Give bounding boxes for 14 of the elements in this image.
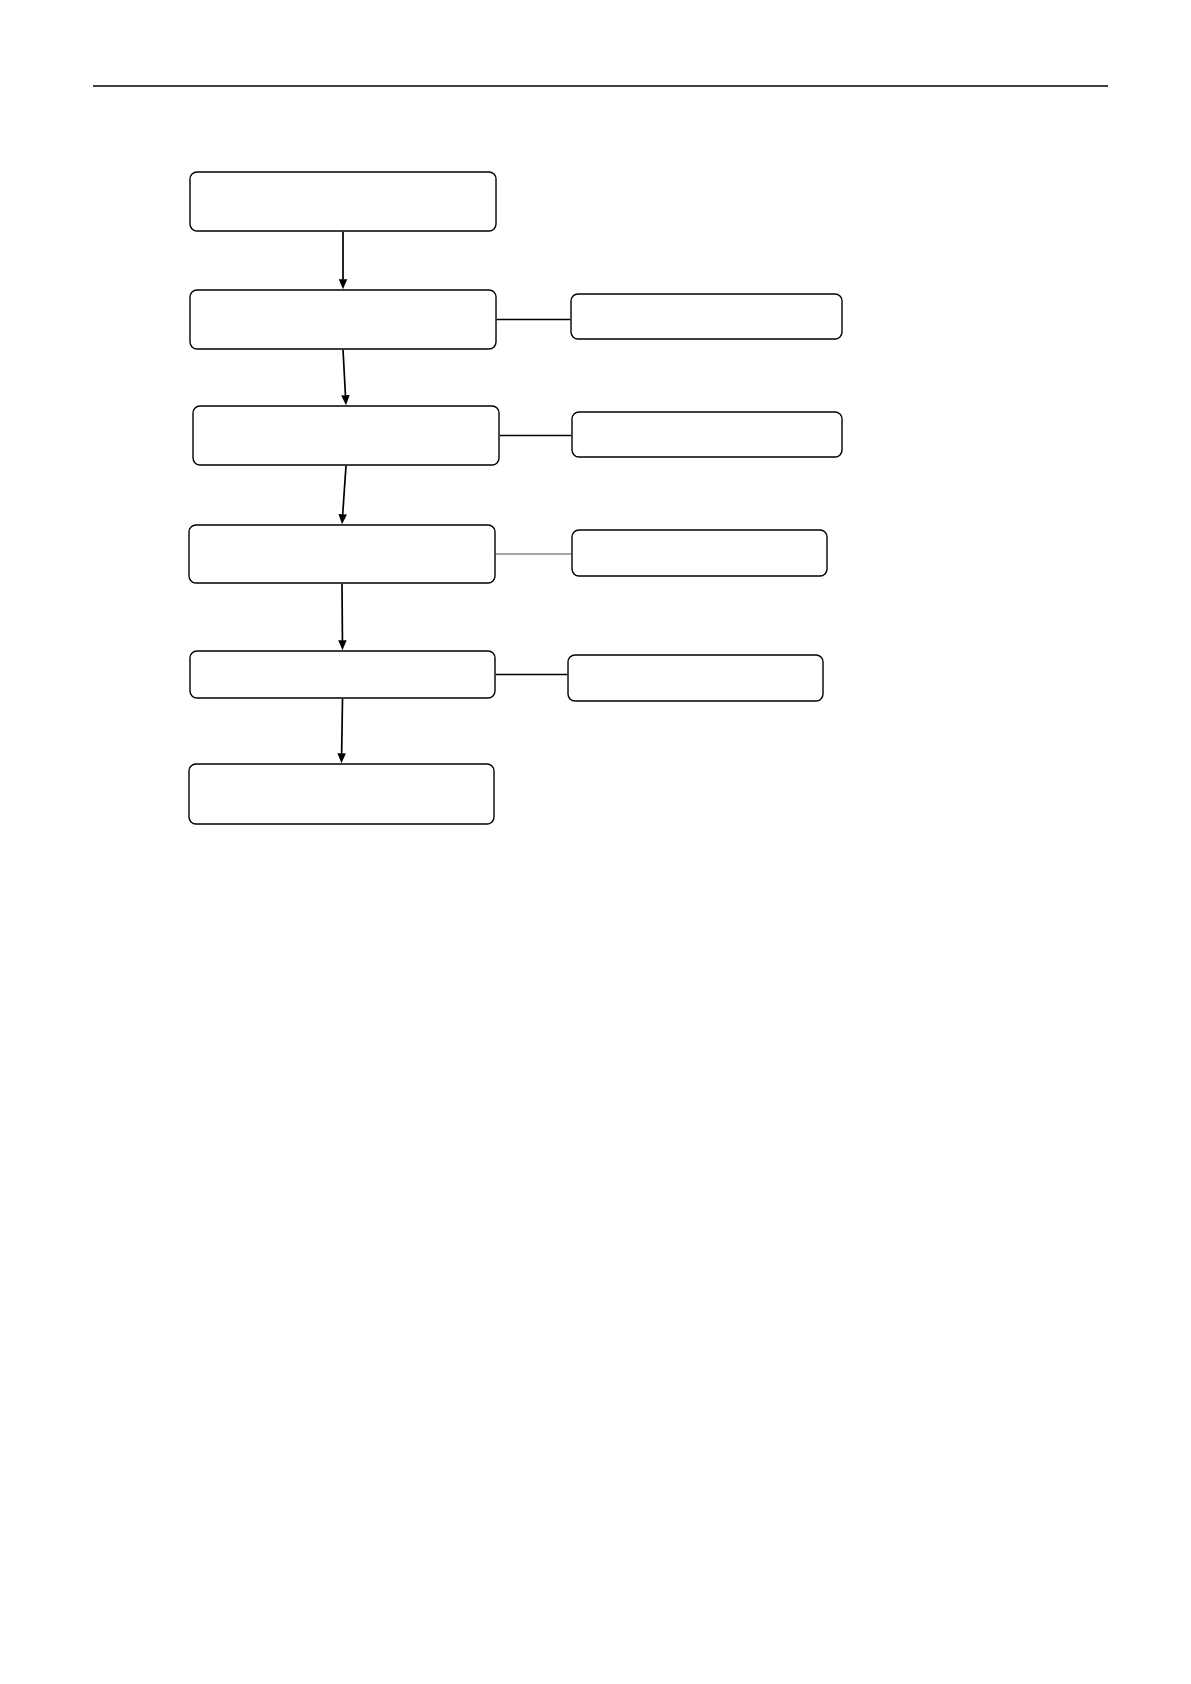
connector-line	[495, 318, 572, 321]
process-box	[189, 171, 497, 232]
connector-line	[495, 553, 572, 555]
process-box	[571, 529, 828, 577]
connector-line	[498, 434, 573, 437]
process-box	[188, 763, 495, 825]
process-box	[571, 411, 843, 458]
process-box	[188, 524, 496, 584]
process-box	[192, 405, 500, 466]
process-box	[189, 650, 496, 699]
process-box	[567, 654, 824, 702]
process-box	[570, 293, 843, 340]
connector-line	[494, 673, 569, 676]
process-box	[189, 289, 497, 350]
